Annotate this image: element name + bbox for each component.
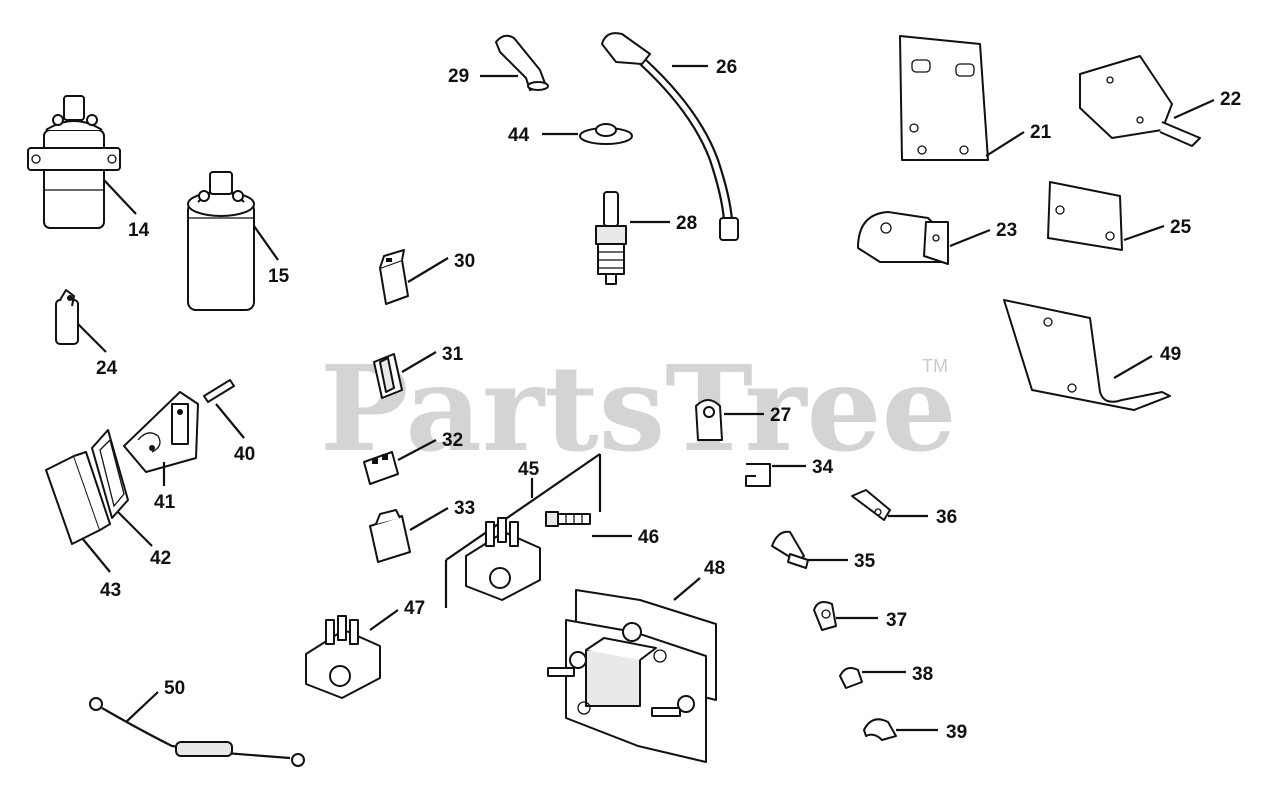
label-25: 25 [1170, 217, 1192, 238]
label-32: 32 [442, 430, 463, 451]
part-39-clamp[interactable] [863, 718, 897, 741]
part-28-spark-plug[interactable] [595, 191, 627, 285]
part-23-clamp-bracket[interactable] [857, 211, 949, 265]
part-21-plate[interactable] [899, 35, 989, 161]
part-27-terminal-block[interactable] [695, 399, 723, 441]
label-26: 26 [716, 57, 737, 78]
watermark-tm: TM [922, 356, 948, 376]
part-36-plate[interactable] [851, 489, 891, 521]
part-40-pin[interactable] [203, 379, 235, 403]
part-45-group-bracket [444, 453, 602, 608]
part-22-bracket[interactable] [1079, 55, 1201, 147]
label-33: 33 [454, 498, 475, 519]
part-45-rectifier[interactable] [465, 517, 541, 601]
part-49-angle-bracket[interactable] [1003, 299, 1171, 411]
label-34: 34 [812, 457, 834, 478]
label-24: 24 [96, 358, 118, 379]
part-29-boot[interactable] [495, 34, 549, 91]
part-43-breaker-cover[interactable] [45, 451, 111, 545]
label-23: 23 [996, 220, 1017, 241]
label-47: 47 [404, 598, 425, 619]
part-50-ground-wire[interactable] [89, 697, 305, 767]
part-38-clamp[interactable] [839, 667, 863, 689]
label-22: 22 [1220, 89, 1241, 110]
part-35-clip[interactable] [771, 530, 809, 569]
part-42-gasket[interactable] [91, 429, 129, 519]
label-45: 45 [518, 459, 540, 480]
label-37: 37 [886, 610, 907, 631]
label-14: 14 [128, 220, 150, 241]
part-37-clamp[interactable] [813, 601, 837, 631]
label-49: 49 [1160, 344, 1181, 365]
part-24-condenser[interactable] [55, 289, 79, 345]
label-41: 41 [154, 492, 176, 513]
label-44: 44 [508, 125, 530, 146]
part-31-terminal[interactable] [373, 353, 403, 399]
part-14-ignition-coil[interactable] [27, 95, 121, 229]
label-21: 21 [1030, 122, 1052, 143]
label-30: 30 [454, 251, 475, 272]
part-41-breaker-plate[interactable] [123, 391, 199, 473]
part-48-regulator[interactable] [547, 589, 717, 763]
label-29: 29 [448, 66, 469, 87]
part-15-ignition-coil[interactable] [187, 171, 255, 311]
label-35: 35 [854, 551, 876, 572]
part-34-clip[interactable] [745, 463, 771, 487]
part-33-terminal[interactable] [369, 509, 411, 563]
label-27: 27 [770, 405, 791, 426]
part-25-plate[interactable] [1047, 181, 1123, 251]
label-43: 43 [100, 580, 121, 601]
label-36: 36 [936, 507, 957, 528]
part-26-spark-plug-lead[interactable] [601, 32, 739, 241]
label-15: 15 [268, 266, 290, 287]
label-38: 38 [912, 664, 933, 685]
label-48: 48 [704, 558, 725, 579]
label-42: 42 [150, 548, 171, 569]
part-44-washer[interactable] [579, 123, 633, 145]
label-50: 50 [164, 678, 185, 699]
watermark: PartsTree [320, 339, 957, 478]
part-47-rectifier[interactable] [305, 615, 381, 699]
label-31: 31 [442, 344, 464, 365]
part-32-terminal[interactable] [363, 451, 399, 485]
label-39: 39 [946, 722, 967, 743]
part-46-bolt[interactable] [545, 511, 591, 527]
label-28: 28 [676, 213, 697, 234]
part-30-terminal[interactable] [379, 249, 409, 305]
label-46: 46 [638, 527, 659, 548]
label-40: 40 [234, 444, 255, 465]
